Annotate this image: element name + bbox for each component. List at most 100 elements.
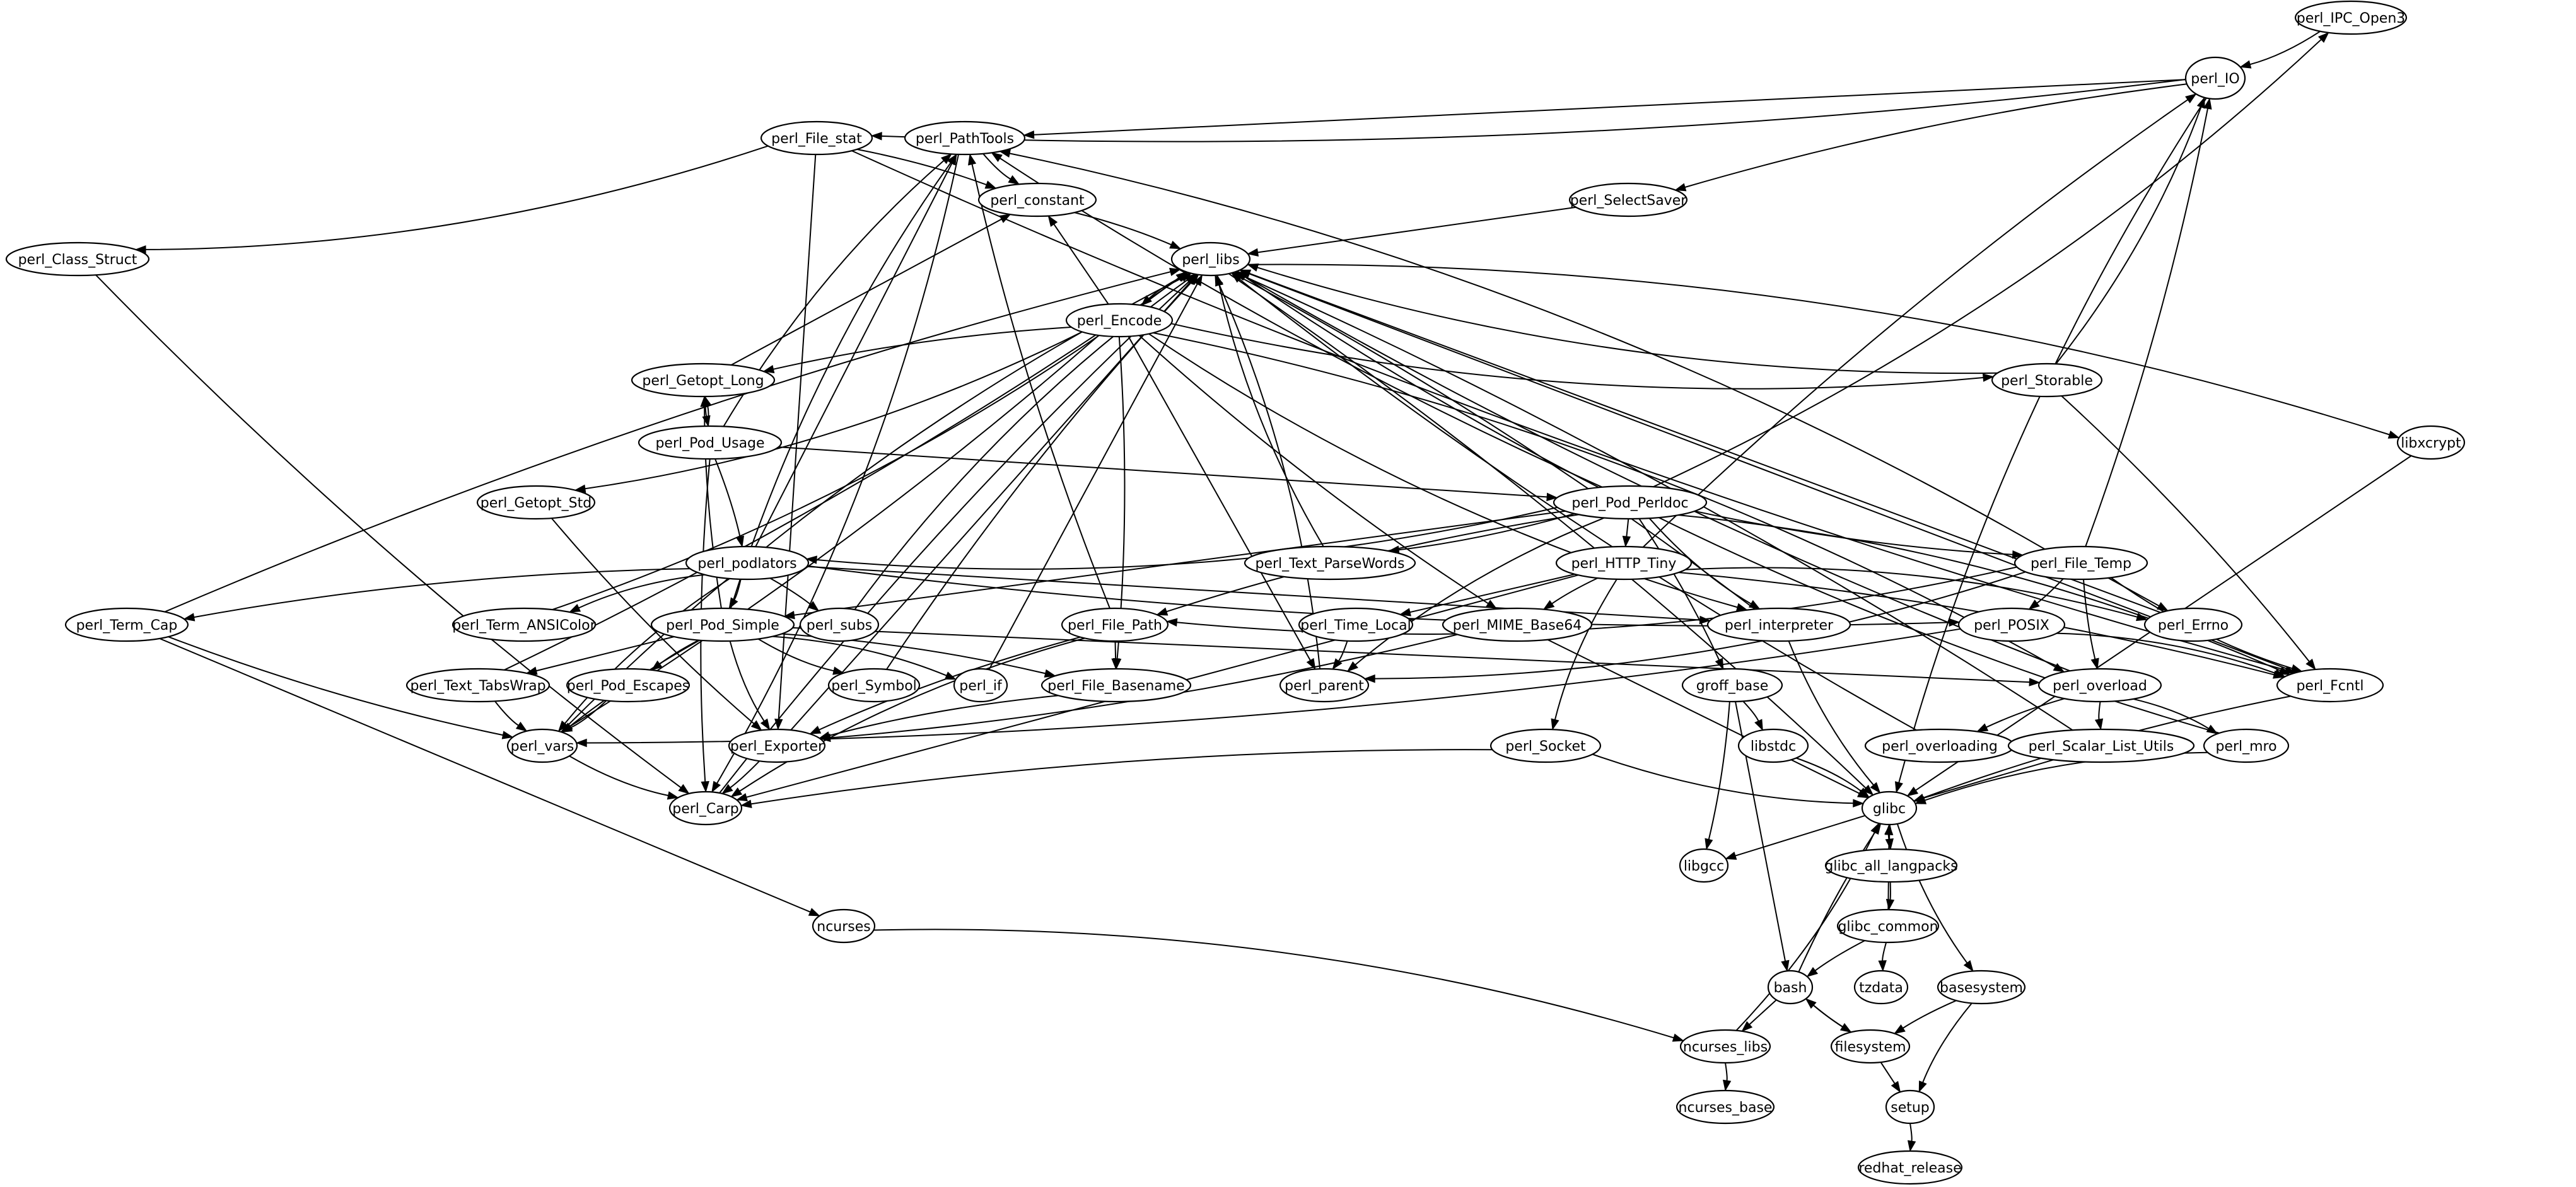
node-perl_Exporter[interactable]: perl_Exporter [728,728,826,763]
edge-line [1626,518,1629,537]
node-perl_Socket[interactable]: perl_Socket [1489,728,1602,763]
node-perl_SelectSaver[interactable]: perl_SelectSaver [1568,182,1688,217]
node-ncurses_base[interactable]: ncurses_base [1676,1089,1775,1125]
edge-line [1708,701,1730,840]
node-perl_Text_ParseWords[interactable]: perl_Text_ParseWords [1244,545,1416,581]
node-redhat_release[interactable]: redhat_release [1857,1150,1963,1185]
node-tzdata[interactable]: tzdata [1853,970,1909,1005]
node-label: perl_Errno [2158,618,2229,634]
node-perl_Carp[interactable]: perl_Carp [668,790,743,826]
node-shape [452,607,597,642]
node-perl_Fcntl[interactable]: perl_Fcntl [2276,668,2384,703]
node-perl_MIME_Base64[interactable]: perl_MIME_Base64 [1442,607,1593,642]
edge-line [829,695,1059,736]
edge-line [730,218,1002,366]
arrowhead-icon [1870,822,1880,835]
node-shape [827,668,921,703]
node-groff_base[interactable]: groff_base [1681,668,1783,703]
node-perl_parent[interactable]: perl_parent [1279,668,1370,703]
node-perl_HTTP_Tiny[interactable]: perl_HTTP_Tiny [1555,545,1693,581]
node-perl_overload[interactable]: perl_overload [2037,668,2162,703]
edge-perl_vars-to-perl_Carp [569,755,679,800]
node-perl_Class_Struct[interactable]: perl_Class_Struct [5,241,150,277]
node-perl_interpreter[interactable]: perl_interpreter [1706,607,1851,642]
edge-line [1795,757,1862,792]
node-filesystem[interactable]: filesystem [1830,1029,1911,1064]
node-perl_podlators[interactable]: perl_podlators [685,545,810,581]
node-bash[interactable]: bash [1767,970,1814,1005]
arrowhead-icon [1725,851,1737,860]
node-label: libgcc [1684,859,1724,874]
node-perl_File_stat[interactable]: perl_File_stat [760,120,873,156]
edge-line [750,749,1493,805]
node-libstdc[interactable]: libstdc [1737,728,1809,763]
node-perl_subs[interactable]: perl_subs [799,607,880,642]
node-perl_Getopt_Std[interactable]: perl_Getopt_Std [476,485,596,520]
node-perl_Getopt_Long[interactable]: perl_Getopt_Long [631,362,776,398]
node-setup[interactable]: setup [1885,1089,1935,1125]
node-perl_overloading[interactable]: perl_overloading [1864,728,2015,763]
edge-line [733,579,742,600]
node-shape [2276,668,2384,703]
node-perl_Errno[interactable]: perl_Errno [2143,607,2243,642]
node-perl_Time_Local[interactable]: perl_Time_Local [1298,607,1414,642]
node-perl_Term_Cap[interactable]: perl_Term_Cap [64,607,189,642]
node-shape [1676,1089,1775,1125]
node-glibc_all_langpacks[interactable]: glibc_all_langpacks [1824,848,1958,883]
node-label: perl_Pod_Perldoc [1571,495,1688,511]
node-basesystem[interactable]: basesystem [1937,970,2026,1005]
node-glibc_common[interactable]: glibc_common [1836,908,1940,944]
node-perl_if[interactable]: perl_if [953,668,1008,703]
node-perl_IPC_Open3[interactable]: perl_IPC_Open3 [2294,0,2408,35]
arrowhead-icon [1781,959,1790,972]
node-shape [1885,1089,1935,1125]
node-libgcc[interactable]: libgcc [1679,848,1729,883]
node-perl_PathTools[interactable]: perl_PathTools [904,120,1026,156]
node-ncurses_libs[interactable]: ncurses_libs [1679,1029,1771,1064]
node-perl_libs[interactable]: perl_libs [1170,241,1251,277]
edge-line [769,577,812,605]
node-perl_File_Path[interactable]: perl_File_Path [1061,607,1169,642]
edge-line [164,271,1171,613]
node-label: perl_Symbol [831,678,917,694]
node-label: perl_IPC_Open3 [2297,11,2406,26]
node-perl_File_Temp[interactable]: perl_File_Temp [2014,545,2148,581]
arrowhead-icon [2185,93,2197,103]
node-shape [2184,56,2246,100]
edge-perl_File_Temp-to-perl_PathTools [998,149,2046,550]
arrowhead-icon [805,555,817,564]
edge-line [772,635,947,676]
node-libxcrypt[interactable]: libxcrypt [2396,425,2466,460]
node-perl_Encode[interactable]: perl_Encode [1065,303,1174,338]
edge-perl_podlators-to-perl_Term_Cap [183,568,691,622]
edge-line [569,755,668,796]
node-label: perl_PathTools [916,131,1014,147]
node-perl_Pod_Perldoc[interactable]: perl_Pod_Perldoc [1553,485,1708,520]
edge-perl_File_Temp-to-perl_Errno [2107,577,2169,611]
node-perl_POSIX[interactable]: perl_POSIX [1957,607,2066,642]
node-label: libxcrypt [2401,436,2461,451]
node-perl_mro[interactable]: perl_mro [2203,728,2290,763]
node-perl_IO[interactable]: perl_IO [2184,56,2246,100]
node-shape [2143,607,2243,642]
node-perl_Term_ANSIColor[interactable]: perl_Term_ANSIColor [452,607,597,642]
node-perl_Pod_Usage[interactable]: perl_Pod_Usage [638,425,783,460]
node-shape [1553,485,1708,520]
node-perl_Pod_Simple[interactable]: perl_Pod_Simple [650,607,795,642]
node-ncurses[interactable]: ncurses [812,908,876,944]
node-shape [1824,848,1958,883]
arrowhead-icon [984,180,997,189]
arrowhead-icon [1622,535,1631,548]
node-perl_constant[interactable]: perl_constant [977,182,1097,217]
node-perl_File_Basename[interactable]: perl_File_Basename [1040,668,1192,703]
node-glibc[interactable]: glibc [1861,790,1918,826]
node-perl_Storable[interactable]: perl_Storable [1991,362,2103,398]
node-shape [1853,970,1909,1005]
node-label: perl_Pod_Escapes [567,678,689,694]
node-perl_Text_TabsWrap[interactable]: perl_Text_TabsWrap [405,668,551,703]
node-perl_vars[interactable]: perl_vars [506,728,578,763]
node-perl_Symbol[interactable]: perl_Symbol [827,668,921,703]
node-perl_Pod_Escapes[interactable]: perl_Pod_Escapes [566,668,691,703]
node-perl_Scalar_List_Utils[interactable]: perl_Scalar_List_Utils [2007,728,2195,763]
node-shape [1040,668,1192,703]
